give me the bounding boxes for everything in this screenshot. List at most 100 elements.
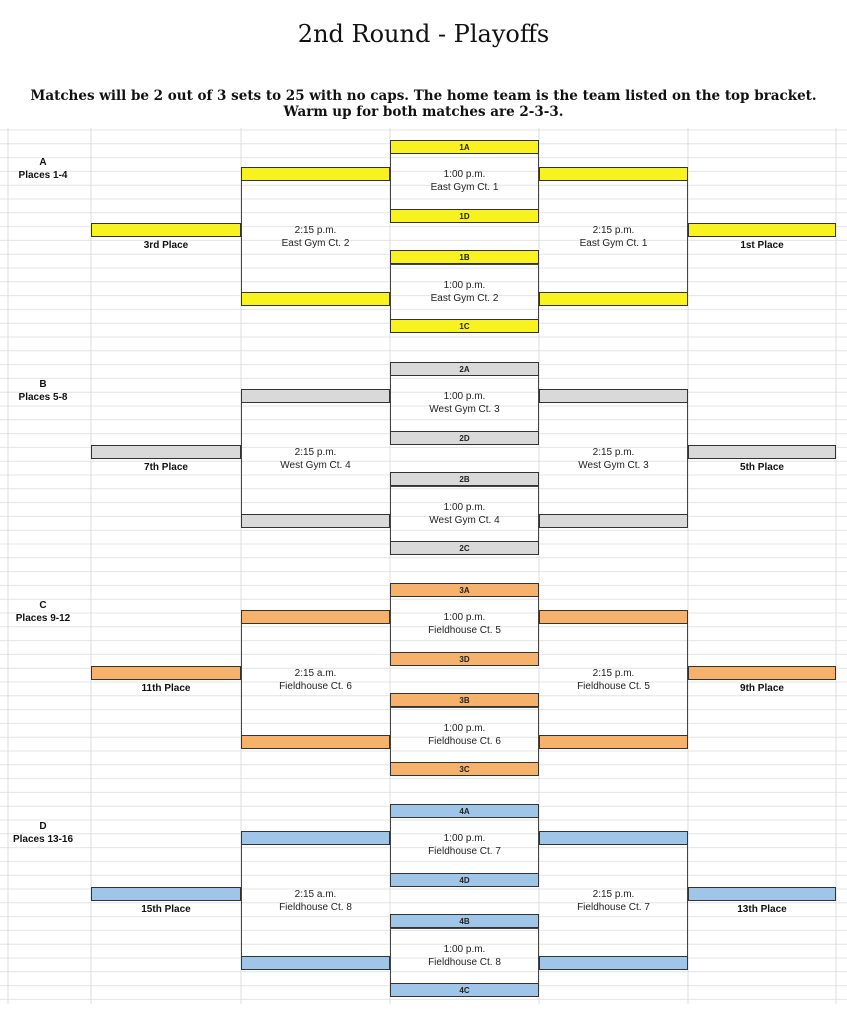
group-places: Places 5-8 — [18, 392, 68, 403]
group-letter: C — [39, 600, 47, 611]
right-bar-bottom — [539, 956, 688, 970]
team-slot-bottom: 2C — [390, 541, 539, 555]
match-bottom-info: 1:00 p.m. Fieldhouse Ct. 6 — [390, 722, 539, 748]
place-bar-right — [688, 445, 836, 459]
team-slot-top: 1A — [390, 140, 539, 154]
match-time: 1:00 p.m. — [443, 391, 486, 402]
team-slot-bottom: 3C — [390, 762, 539, 776]
subtitle-rules: Matches will be 2 out of 3 sets to 25 wi… — [30, 88, 817, 104]
match-court: Fieldhouse Ct. 5 — [428, 625, 501, 636]
page-title: 2nd Round - Playoffs — [297, 20, 550, 48]
left-bar-bottom — [241, 514, 390, 528]
team-slot-mid-top: 3D — [390, 652, 539, 666]
place-label-left: 3rd Place — [143, 240, 189, 251]
place-bar-left — [91, 223, 241, 237]
match-court: East Gym Ct. 2 — [281, 238, 350, 249]
match-time: 1:00 p.m. — [443, 502, 486, 513]
place-label-right: 9th Place — [740, 683, 784, 694]
place-label-left: 15th Place — [141, 904, 191, 915]
match-time: 2:15 p.m. — [592, 225, 635, 236]
left-final-info: 2:15 p.m. West Gym Ct. 4 — [241, 446, 390, 472]
team-slot-mid-top: 2D — [390, 431, 539, 445]
match-court: East Gym Ct. 1 — [579, 238, 648, 249]
group-places: Places 1-4 — [18, 170, 68, 181]
match-time: 1:00 p.m. — [443, 169, 486, 180]
match-time: 2:15 a.m. — [294, 889, 337, 900]
right-bar-top — [539, 831, 688, 845]
group-places: Places 13-16 — [12, 834, 74, 845]
right-final-info: 2:15 p.m. Fieldhouse Ct. 7 — [539, 888, 688, 914]
left-final-info: 2:15 p.m. East Gym Ct. 2 — [241, 224, 390, 250]
right-bar-bottom — [539, 514, 688, 528]
team-slot-mid-top: 1D — [390, 209, 539, 223]
left-bar-top — [241, 167, 390, 181]
place-bar-left — [91, 445, 241, 459]
match-court: West Gym Ct. 3 — [578, 460, 649, 471]
team-slot-mid-top: 4D — [390, 873, 539, 887]
place-bar-left — [91, 887, 241, 901]
left-bar-bottom — [241, 292, 390, 306]
match-time: 1:00 p.m. — [443, 280, 486, 291]
place-label-left: 7th Place — [144, 462, 188, 473]
match-court: West Gym Ct. 3 — [429, 404, 500, 415]
right-bar-top — [539, 167, 688, 181]
left-final-info: 2:15 a.m. Fieldhouse Ct. 8 — [241, 888, 390, 914]
right-bar-top — [539, 610, 688, 624]
place-bar-left — [91, 666, 241, 680]
team-slot-top: 3A — [390, 583, 539, 597]
match-bottom-info: 1:00 p.m. East Gym Ct. 2 — [390, 279, 539, 305]
place-label-left: 11th Place — [141, 683, 191, 694]
place-label-right: 5th Place — [740, 462, 784, 473]
right-bar-bottom — [539, 735, 688, 749]
match-bottom-info: 1:00 p.m. West Gym Ct. 4 — [390, 501, 539, 527]
team-slot-mid-bottom: 2B — [390, 472, 539, 486]
group-letter: A — [39, 157, 47, 168]
group-places: Places 9-12 — [15, 613, 71, 624]
team-slot-bottom: 1C — [390, 319, 539, 333]
place-bar-right — [688, 887, 836, 901]
match-court: Fieldhouse Ct. 5 — [577, 681, 650, 692]
place-bar-right — [688, 666, 836, 680]
match-time: 2:15 p.m. — [294, 447, 337, 458]
match-court: Fieldhouse Ct. 8 — [428, 957, 501, 968]
left-bar-top — [241, 831, 390, 845]
left-bar-bottom — [241, 735, 390, 749]
right-final-info: 2:15 p.m. East Gym Ct. 1 — [539, 224, 688, 250]
match-top-info: 1:00 p.m. East Gym Ct. 1 — [390, 168, 539, 194]
match-court: West Gym Ct. 4 — [280, 460, 351, 471]
match-time: 1:00 p.m. — [443, 723, 486, 734]
team-slot-mid-bottom: 1B — [390, 250, 539, 264]
match-time: 1:00 p.m. — [443, 612, 486, 623]
match-court: Fieldhouse Ct. 8 — [279, 902, 352, 913]
left-final-info: 2:15 a.m. Fieldhouse Ct. 6 — [241, 667, 390, 693]
match-court: Fieldhouse Ct. 7 — [428, 846, 501, 857]
right-final-info: 2:15 p.m.Fieldhouse Ct. 5 — [539, 667, 688, 693]
match-time: 2:15 p.m. — [592, 889, 635, 900]
match-time: 2:15 p.m. — [592, 447, 635, 458]
place-label-right: 13th Place — [737, 904, 787, 915]
left-bar-top — [241, 610, 390, 624]
match-court: Fieldhouse Ct. 6 — [428, 736, 501, 747]
match-top-info: 1:00 p.m. Fieldhouse Ct. 5 — [390, 611, 539, 637]
left-bar-top — [241, 389, 390, 403]
team-slot-bottom: 4C — [390, 983, 539, 997]
match-top-info: 1:00 p.m. Fieldhouse Ct. 7 — [390, 832, 539, 858]
match-top-info: 1:00 p.m. West Gym Ct. 3 — [390, 390, 539, 416]
match-bottom-info: 1:00 p.m. Fieldhouse Ct. 8 — [390, 943, 539, 969]
match-time: 2:15 p.m. — [294, 225, 337, 236]
group-letter: B — [39, 379, 47, 390]
match-court: Fieldhouse Ct. 7 — [577, 902, 650, 913]
right-final-info: 2:15 p.m. West Gym Ct. 3 — [539, 446, 688, 472]
match-court: West Gym Ct. 4 — [429, 515, 500, 526]
left-bar-bottom — [241, 956, 390, 970]
match-court: East Gym Ct. 1 — [430, 182, 499, 193]
match-time: 2:15 a.m. — [294, 668, 337, 679]
team-slot-top: 2A — [390, 362, 539, 376]
right-bar-top — [539, 389, 688, 403]
match-court: East Gym Ct. 2 — [430, 293, 499, 304]
match-time: 1:00 p.m. — [443, 944, 486, 955]
match-time: 1:00 p.m. — [443, 833, 486, 844]
match-court: Fieldhouse Ct. 6 — [279, 681, 352, 692]
team-slot-mid-bottom: 3B — [390, 693, 539, 707]
